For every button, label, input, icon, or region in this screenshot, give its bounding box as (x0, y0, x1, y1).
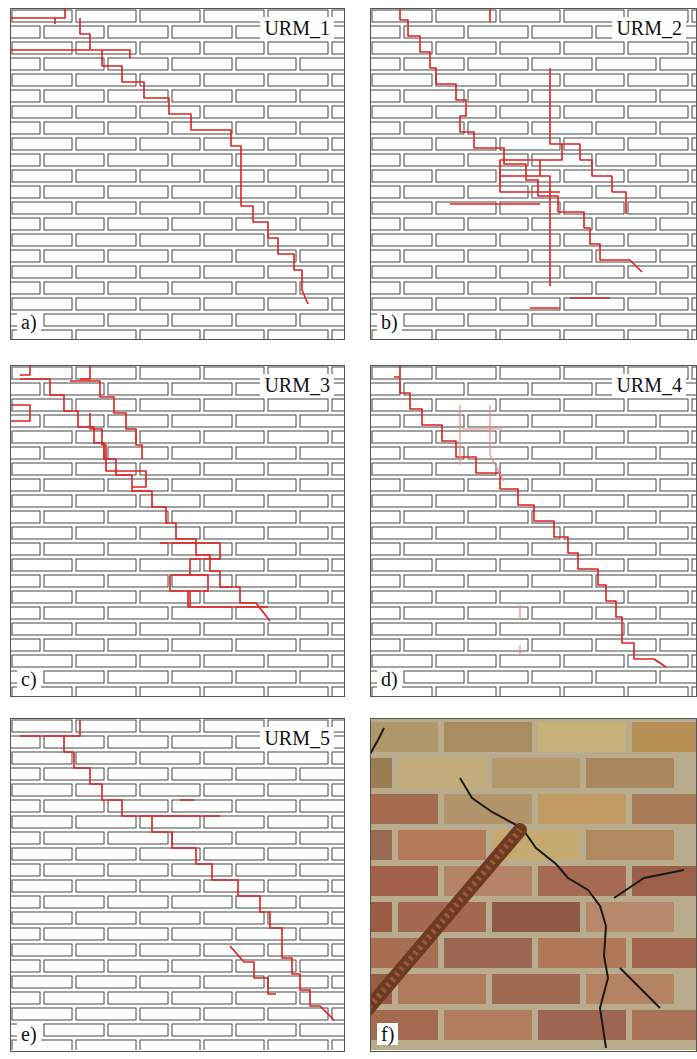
wall-panel: URM_3 c) (10, 365, 345, 697)
wall-panel: f) (370, 718, 697, 1052)
wall-panel: URM_5 e) (10, 718, 345, 1052)
specimen-label: URM_3 (260, 374, 334, 396)
specimen-label: URM_5 (260, 727, 334, 749)
wall-panel: URM_4 d) (370, 365, 697, 697)
panel-letter: d) (377, 668, 402, 690)
wall-panel: URM_2 b) (370, 8, 697, 340)
wall-panel: URM_1 a) (10, 8, 345, 340)
panel-letter: a) (17, 311, 41, 333)
panel-letter: c) (17, 668, 41, 690)
specimen-label: URM_4 (612, 374, 686, 396)
panel-letter: b) (377, 311, 402, 333)
specimen-label: URM_2 (612, 17, 686, 39)
panel-letter: e) (17, 1023, 41, 1045)
panel-letter: f) (377, 1023, 398, 1045)
specimen-label: URM_1 (260, 17, 334, 39)
